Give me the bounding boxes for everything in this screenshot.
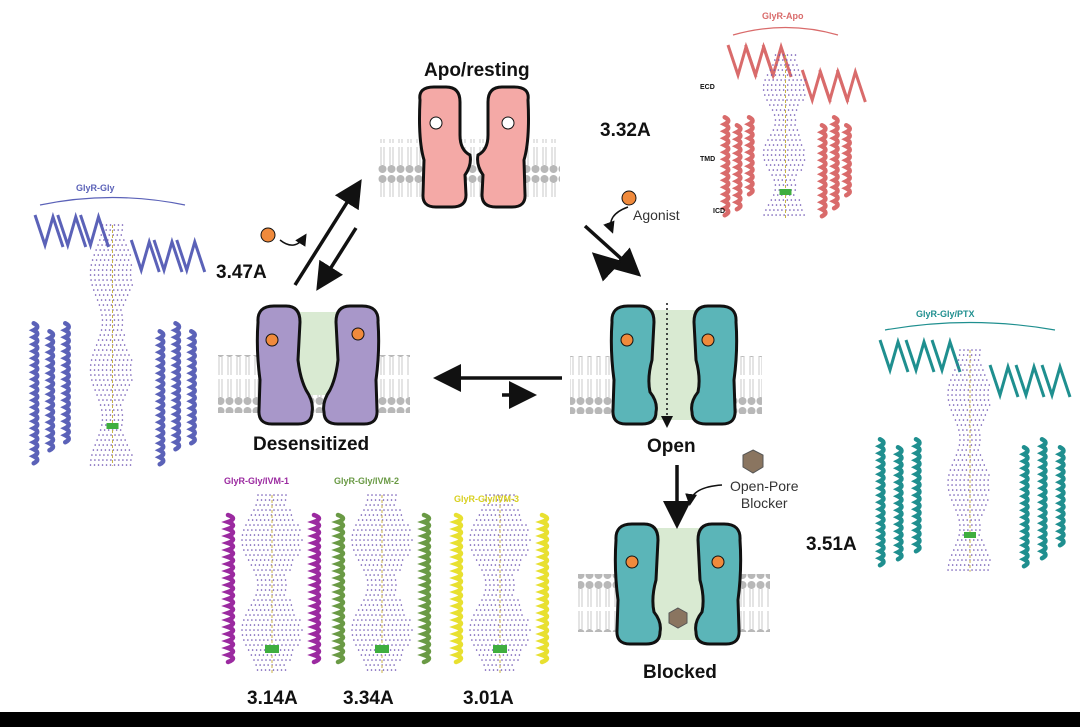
ivm3-structure (449, 494, 550, 675)
open-desensitized-transition (433, 364, 562, 409)
blocked-agonist-right (711, 555, 725, 569)
desensitized-pore (286, 312, 350, 395)
desensitized-agonist-left (265, 333, 279, 347)
blocked-subunit-right (694, 522, 743, 646)
apo-state-label: Apo/resting (424, 60, 530, 81)
gly-structure-title: GlyR-Gly (76, 183, 115, 193)
ptx-resolution: 3.51A (806, 534, 857, 555)
apo-resolution: 3.32A (600, 120, 651, 141)
apo-ecd-label: ECD (700, 84, 715, 91)
agonist-label: Agonist (633, 207, 680, 223)
agonist-binding-arrow (603, 206, 629, 234)
apo-subunit-left (418, 85, 472, 209)
ivm1-structure (221, 494, 322, 675)
blocked-pore-blocker (668, 607, 688, 629)
desensitized-apo-transition (260, 179, 362, 291)
blocker-label: Open-Pore Blocker (730, 478, 799, 511)
desensitized-channel (218, 304, 410, 426)
structure-panels (28, 26, 1072, 675)
agonist-release-arrow (279, 233, 307, 247)
apo-empty-site-left (429, 116, 443, 130)
open-state-label: Open (647, 436, 696, 457)
apo-icd-label: ICD (713, 208, 726, 215)
ivm2-structure (331, 494, 432, 675)
blocker-binding-arrow (685, 484, 723, 506)
open-blocked-transition (663, 449, 764, 529)
apo-empty-site-right (501, 116, 515, 130)
desensitized-agonist-right (351, 327, 365, 341)
ptx-structure (874, 321, 1072, 572)
open-pore (638, 310, 710, 420)
open-channel (570, 303, 762, 428)
free-agonist-icon (621, 190, 637, 206)
open-subunit-right (690, 304, 739, 426)
desensitized-state-label: Desensitized (253, 434, 370, 455)
apo-structure (719, 26, 867, 220)
open-agonist-left (620, 333, 634, 347)
desensitized-subunit-right (322, 304, 381, 426)
gating-schematic (218, 85, 770, 646)
ivm2-resolution: 3.34A (343, 688, 394, 709)
apo-structure-title: GlyR-Apo (762, 11, 804, 21)
ivm3-resolution: 3.01A (463, 688, 514, 709)
apo-subunit-right (476, 85, 530, 209)
ivm3-structure-title: GlyR-Gly/IVM-3 (454, 494, 520, 504)
gly-resolution: 3.47A (216, 262, 267, 283)
apo-channel (378, 85, 560, 209)
gly-structure (28, 196, 207, 467)
ivm1-structure-title: GlyR-Gly/IVM-1 (224, 476, 290, 486)
ivm1-resolution: 3.14A (247, 688, 298, 709)
figure-canvas: Apo/resting Open Desensitized Blocked Ag… (0, 0, 1080, 712)
released-agonist-icon (260, 227, 276, 243)
apo-tmd-label: TMD (700, 156, 716, 163)
blocked-agonist-left (625, 555, 639, 569)
blocked-subunit-left (613, 522, 662, 646)
free-blocker-icon (742, 449, 764, 474)
blocked-state-label: Blocked (643, 662, 717, 683)
bottom-black-bar (0, 712, 1080, 727)
open-agonist-right (701, 333, 715, 347)
apo-open-transition (583, 190, 642, 282)
ivm2-structure-title: GlyR-Gly/IVM-2 (334, 476, 400, 486)
blocked-channel (578, 522, 770, 646)
ptx-structure-title: GlyR-Gly/PTX (916, 309, 975, 319)
